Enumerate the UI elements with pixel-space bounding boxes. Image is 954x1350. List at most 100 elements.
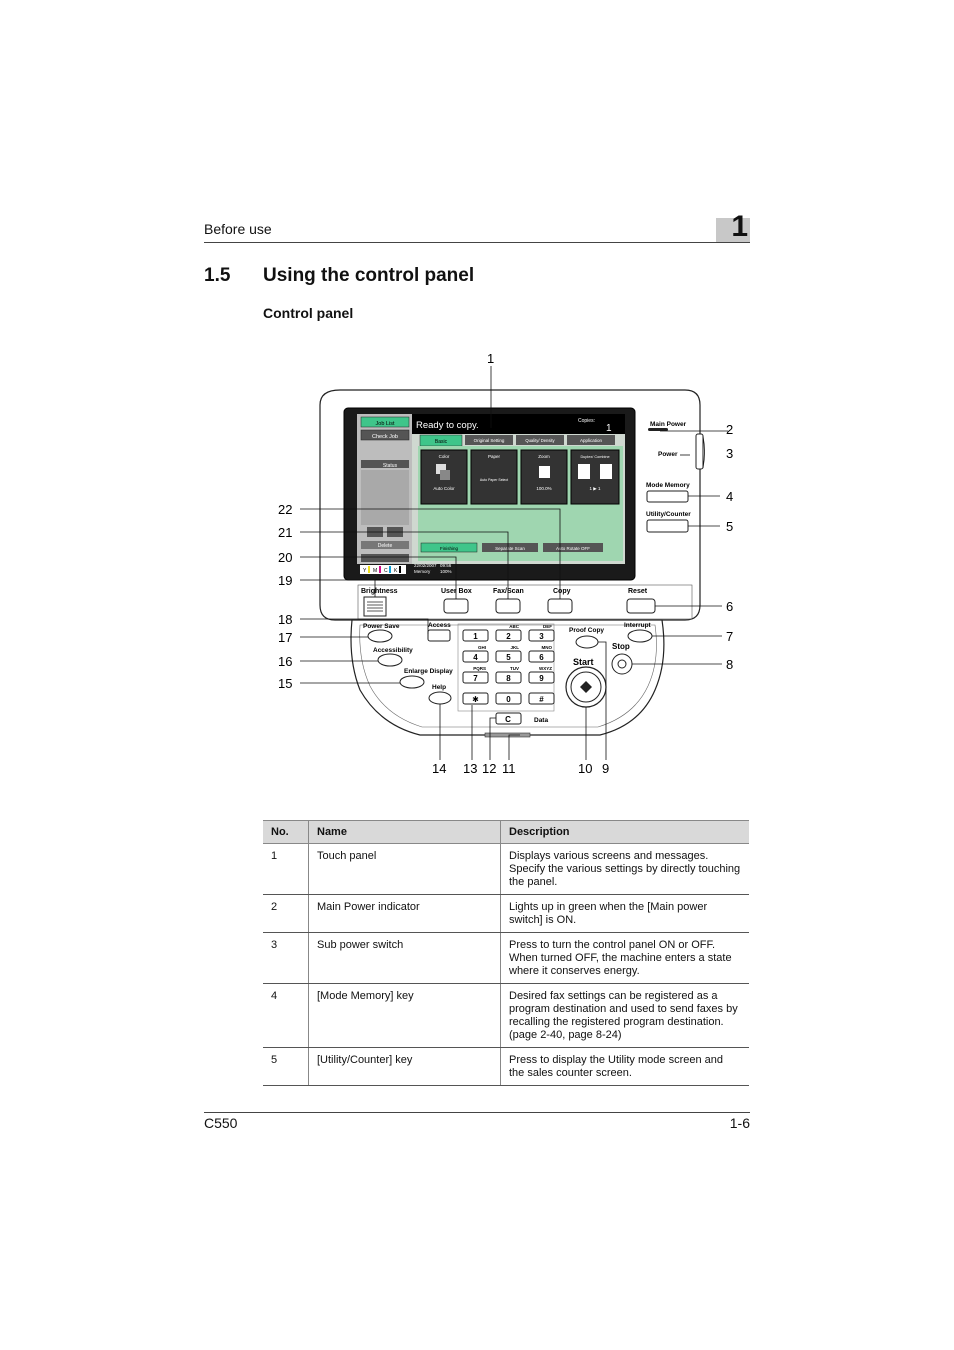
keypad-key-label: 3 [539, 632, 544, 641]
copies-label: Copies: [578, 418, 595, 424]
callout-5: 5 [726, 519, 733, 534]
keypad-key-1[interactable] [462, 629, 489, 642]
main-power-indicator [648, 428, 668, 431]
subsection-title: Control panel [263, 305, 354, 321]
clear-key[interactable] [495, 712, 522, 725]
accessibility-key[interactable] [377, 653, 403, 667]
brightness-key[interactable] [363, 596, 387, 617]
keypad-key-10[interactable] [462, 692, 489, 705]
callout-2: 2 [726, 422, 733, 437]
description-table: No. Name Description 1 Touch panel Displ… [263, 820, 749, 1086]
keypad-key-5[interactable] [495, 650, 522, 663]
stop-key[interactable] [611, 653, 633, 675]
separate-scan-button[interactable] [482, 543, 538, 552]
reset-key[interactable] [626, 598, 656, 614]
tab-original-setting-label: Original Setting [474, 438, 505, 443]
screen-date: 22/02/2007 [414, 563, 437, 568]
tile-zoom-title: Zoom [538, 454, 550, 459]
interrupt-key[interactable] [627, 629, 653, 643]
keypad-key-11[interactable] [495, 692, 522, 705]
tile-color-title: Color [439, 454, 450, 459]
cell-description: Lights up in green when the [Main power … [500, 894, 749, 933]
enlarge-display-key[interactable] [399, 675, 425, 689]
job-details-bar [361, 554, 409, 562]
sub-power-switch[interactable] [695, 433, 704, 470]
tile-duplex-title: Duplex/ Combine [580, 455, 609, 459]
table-row: 5 [Utility/Counter] key Press to display… [263, 1047, 749, 1086]
keypad-key-2[interactable] [495, 629, 522, 642]
chapter-badge: 1 [716, 212, 750, 243]
tab-application-label: Application [580, 438, 603, 443]
header-description: Description [500, 820, 749, 844]
keypad-key-letters: DEF [543, 624, 552, 629]
stop-label: Stop [612, 642, 630, 651]
job-list-label: Job List [376, 421, 395, 427]
keypad-key-label: # [539, 695, 544, 704]
tile-color: Color Auto Color [420, 449, 468, 505]
copy-key[interactable] [547, 598, 573, 614]
tile-color-value: Auto Color [433, 486, 455, 491]
function-row-frame [357, 584, 693, 620]
check-job-button[interactable] [360, 429, 410, 441]
keypad-key-8[interactable] [495, 671, 522, 684]
keypad-key-3[interactable] [528, 629, 555, 642]
header-no: No. [263, 820, 309, 844]
status-label: Status [383, 463, 398, 469]
keypad-key-letters: GHI [478, 645, 486, 650]
stop-key-inner [617, 659, 627, 669]
callout-15: 15 [278, 676, 292, 691]
keypad-key-label: 2 [506, 632, 511, 641]
table-row: 3 Sub power switch Press to turn the con… [263, 932, 749, 984]
finishing-button[interactable] [420, 542, 478, 553]
tab-quality-density[interactable] [516, 435, 564, 445]
cell-description: Press to display the Utility mode screen… [500, 1047, 749, 1086]
keypad-key-label: 6 [539, 653, 544, 662]
delete-button[interactable] [361, 541, 409, 549]
auto-rotate-button[interactable] [543, 543, 603, 552]
mode-memory-key[interactable] [646, 490, 689, 503]
callout-10: 10 [578, 761, 592, 776]
main-power-label: Main Power [650, 421, 687, 428]
brightness-label: Brightness [361, 588, 398, 595]
cell-no: 1 [263, 843, 309, 895]
keypad-key-12[interactable] [528, 692, 555, 705]
user-box-key[interactable] [443, 598, 469, 614]
keypad-key-letters: MNO [542, 645, 553, 650]
cell-no: 5 [263, 1047, 309, 1086]
callout-22: 22 [278, 502, 292, 517]
callout-18: 18 [278, 612, 292, 627]
screen-memory-value: 100% [440, 569, 452, 574]
cell-description: Desired fax settings can be registered a… [500, 983, 749, 1048]
job-list-button[interactable] [360, 416, 410, 428]
tile-paper-title: Paper [488, 454, 501, 459]
proof-copy-key[interactable] [575, 635, 599, 649]
callout-7: 7 [726, 629, 733, 644]
section-title: Using the control panel [263, 265, 475, 286]
chapter-number: 1 [731, 210, 748, 243]
header-rule [204, 242, 750, 243]
keypad-key-4[interactable] [462, 650, 489, 663]
footer-rule [204, 1112, 750, 1113]
tab-basic-label: Basic [435, 439, 448, 445]
separate-scan-label: Separate Scan [495, 546, 525, 551]
callout-8: 8 [726, 657, 733, 672]
keypad-key-6[interactable] [528, 650, 555, 663]
keypad-key-9[interactable] [528, 671, 555, 684]
proof-copy-label: Proof Copy [569, 627, 604, 634]
utility-counter-key[interactable] [646, 519, 689, 533]
power-save-key[interactable] [367, 629, 393, 643]
tab-original-setting[interactable] [465, 435, 513, 445]
help-label: Help [432, 684, 446, 691]
screen-memory-label: Memory [414, 569, 431, 574]
callout-4: 4 [726, 489, 733, 504]
help-key[interactable] [428, 691, 452, 705]
fax-scan-key[interactable] [495, 598, 521, 614]
keypad-key-7[interactable] [462, 671, 489, 684]
tab-application[interactable] [567, 435, 615, 445]
access-label: Access [428, 622, 451, 629]
callout-20: 20 [278, 550, 292, 565]
callout-13: 13 [463, 761, 477, 776]
access-key[interactable] [427, 629, 451, 642]
keypad-key-letters: WXYZ [539, 666, 552, 671]
tile-duplex: Duplex/ Combine 1 ▶ 1 [570, 449, 620, 505]
